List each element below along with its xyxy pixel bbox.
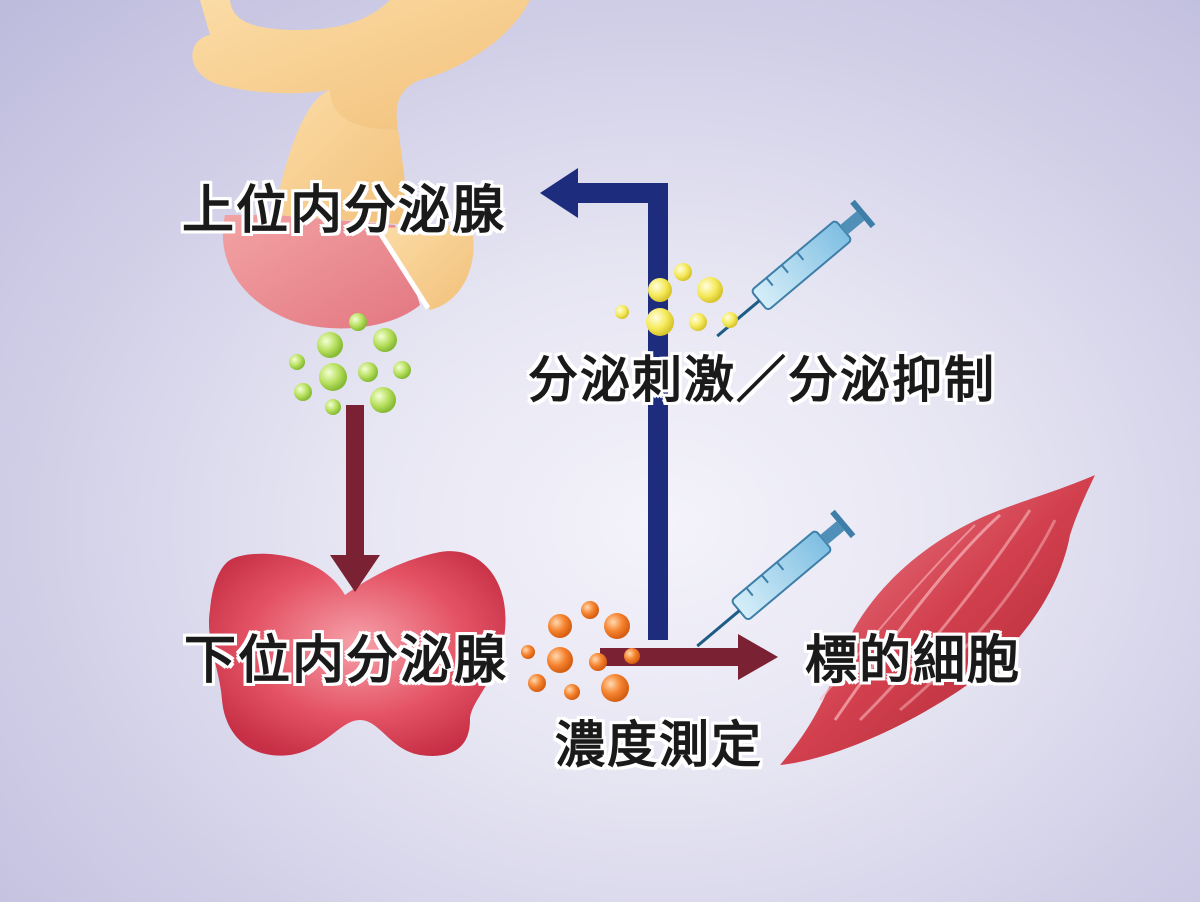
hormone-particles-green	[289, 313, 411, 415]
target-cell-label: 標的細胞	[805, 631, 1022, 691]
down-arrow	[330, 405, 380, 592]
syringe-icon-lower	[696, 509, 856, 648]
lower-gland-label: 下位内分泌腺	[184, 631, 509, 691]
syringe-icon-upper	[716, 199, 876, 338]
upper-gland-label: 上位内分泌腺	[182, 181, 507, 241]
stimulation-label: 分泌刺激／分泌抑制	[528, 351, 996, 409]
target-cell-muscle-illustration	[780, 475, 1095, 765]
feedback-arrow	[540, 168, 668, 640]
hormone-particles-yellow	[615, 263, 738, 336]
hormone-particles-orange	[521, 601, 640, 702]
lower-gland-illustration	[208, 551, 506, 756]
measurement-label: 濃度測定	[555, 716, 763, 774]
upper-gland-illustration	[192, 0, 530, 329]
